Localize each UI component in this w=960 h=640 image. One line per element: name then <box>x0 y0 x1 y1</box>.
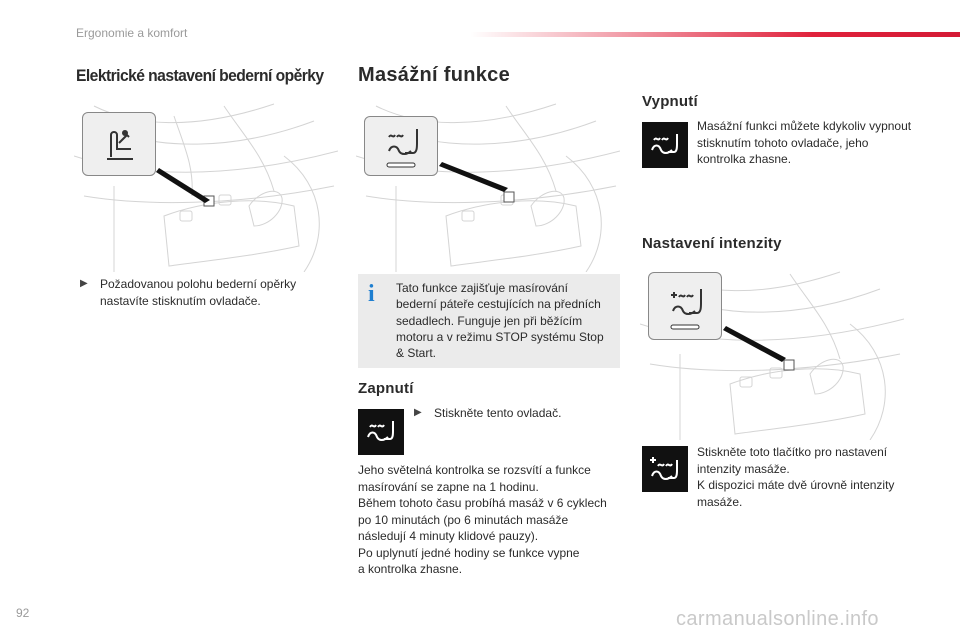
massage-heading: Masážní funkce <box>358 64 511 86</box>
header-accent-bar <box>470 32 960 37</box>
off-heading: Vypnutí <box>642 93 698 110</box>
triangle-bullet-icon: ▶ <box>80 278 88 289</box>
seat-massage-icon <box>358 409 404 455</box>
on-instruction: ▶ Stiskněte tento ovladač. <box>414 406 562 420</box>
intensity-heading: Nastavení intenzity <box>642 235 782 252</box>
watermark: carmanualsonline.info <box>676 608 879 630</box>
off-description: Masážní funkci můžete kdykoliv vypnout s… <box>697 119 912 166</box>
triangle-bullet-icon: ▶ <box>414 407 422 418</box>
massage-intensity-icon <box>648 272 722 340</box>
seat-massage-icon <box>642 122 688 168</box>
info-text: Tato funkce zajišťuje masírování bederní… <box>396 281 604 361</box>
intensity-seat-illustration <box>640 264 904 440</box>
on-heading: Zapnutí <box>358 380 414 397</box>
on-description: Jeho světelná kontrolka se rozsvítí a fu… <box>358 463 607 576</box>
intensity-description: Stiskněte toto tlačítko pro nastavení in… <box>697 445 895 509</box>
info-box: i Tato funkce zajišťuje masírování beder… <box>358 274 620 368</box>
massage-intensity-icon <box>642 446 688 492</box>
seat-massage-icon <box>364 116 438 176</box>
section-header: Ergonomie a komfort <box>76 26 188 40</box>
lumbar-support-icon <box>82 112 156 176</box>
info-icon: i <box>368 281 375 307</box>
lumbar-instruction: ▶ Požadovanou polohu bederní opěrky nast… <box>80 277 297 308</box>
lumbar-heading: Elektrické nastavení bederní opěrky <box>76 66 324 85</box>
page-number: 92 <box>16 606 30 620</box>
